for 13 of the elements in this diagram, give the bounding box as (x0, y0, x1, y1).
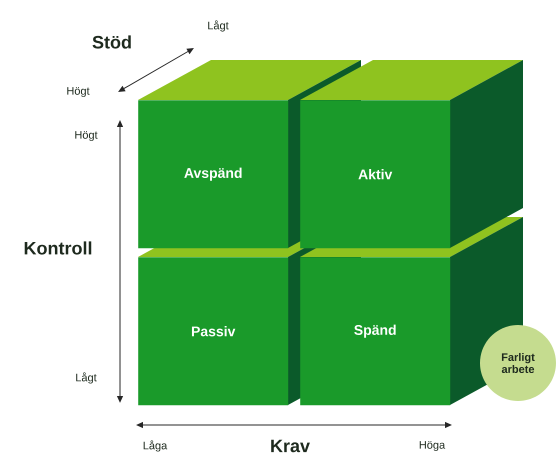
node-label: Passiv (192, 326, 236, 336)
axis-label: Höga (420, 441, 446, 451)
axis-title: Kontroll (24, 241, 92, 255)
axis-label: Högt (67, 87, 90, 97)
circle-badge: Farligt arbete (480, 325, 556, 401)
axis-label: Lågt (76, 372, 97, 384)
axis-label: Lågt (208, 20, 229, 32)
cube: Aktiv (300, 60, 523, 248)
axis-label: Låga (144, 440, 168, 452)
axis-title: Krav (271, 440, 310, 452)
axis-title: Stöd (92, 35, 131, 49)
axis-label: Högt (75, 131, 98, 141)
node-label: Avspänd (184, 168, 242, 181)
